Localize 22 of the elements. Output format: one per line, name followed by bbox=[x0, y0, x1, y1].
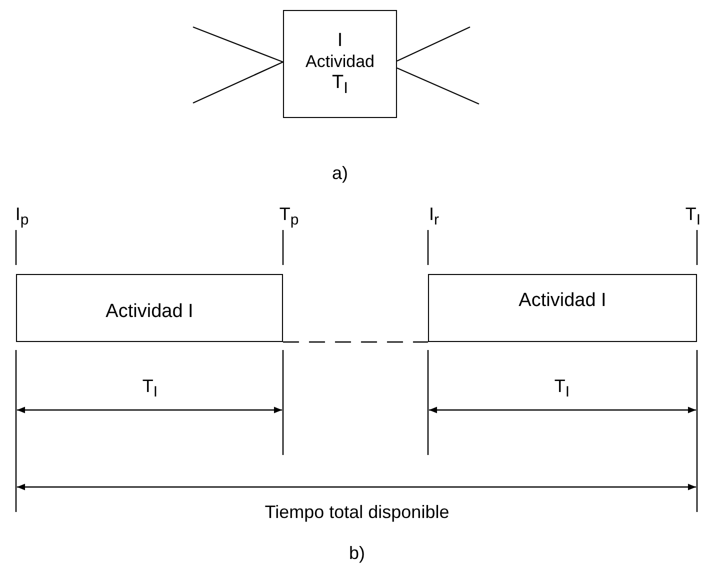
dashed-line bbox=[283, 341, 428, 343]
activity-box bbox=[283, 10, 397, 118]
panel-label: a) bbox=[332, 163, 348, 184]
activity-label: Actividad I bbox=[518, 290, 606, 314]
connector-line bbox=[396, 67, 480, 105]
connector-line bbox=[192, 61, 284, 104]
panel-label: b) bbox=[349, 543, 365, 564]
duration-label: T$_{I}$ bbox=[142, 376, 158, 401]
activity-label: Actividad bbox=[306, 52, 374, 72]
time-symbol: I$_{r}$ bbox=[429, 204, 439, 229]
activity-label: Actividad I bbox=[106, 300, 194, 323]
activity-bar bbox=[16, 274, 283, 342]
time-symbol: T$_{I}$ bbox=[685, 204, 701, 229]
activity-symbol: T$_{I}$ bbox=[332, 72, 348, 98]
dimension-label: Tiempo total disponible bbox=[264, 502, 450, 523]
connector-line bbox=[192, 26, 284, 63]
activity-bar bbox=[428, 274, 697, 342]
activity-symbol: I bbox=[337, 30, 343, 52]
time-symbol: I$_{p}$ bbox=[15, 204, 29, 229]
time-symbol: T$_{p}$ bbox=[279, 204, 299, 229]
duration-label: T$_{I}$ bbox=[554, 376, 570, 401]
connector-line bbox=[396, 26, 470, 62]
